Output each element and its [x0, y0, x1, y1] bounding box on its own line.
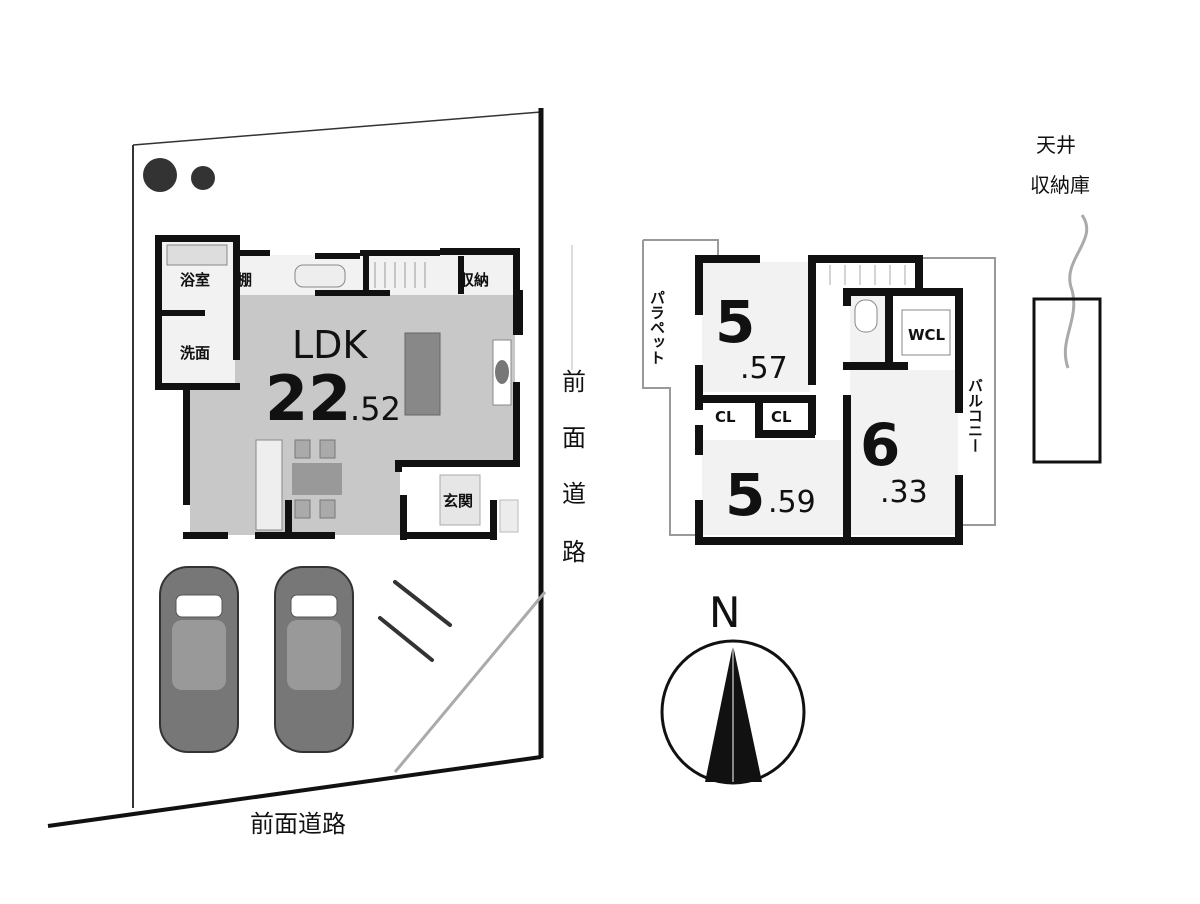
entrance-label: 玄関 [443, 492, 473, 510]
svg-text:道: 道 [562, 480, 586, 508]
dining-table [292, 463, 342, 495]
wcl-label: WCL [908, 326, 946, 344]
closet2-label: CL [771, 408, 792, 426]
bicycles [378, 580, 452, 662]
first-floor-plan: 浴室 棚 収納 洗面 LDK 22 .52 玄関 [155, 235, 523, 540]
trees [143, 158, 215, 192]
room2-size-int: 5 [725, 461, 765, 529]
second-floor-plan: パラペット 5 .57 CL CL 5 .59 6 .33 WCL バルコニー [642, 239, 996, 545]
north-label: N [709, 588, 740, 637]
room3-size-int: 6 [860, 411, 900, 479]
attic-label-line2: 収納庫 [1030, 173, 1090, 197]
sofa [404, 332, 441, 416]
svg-text:前: 前 [562, 368, 586, 396]
site-boundary [47, 108, 573, 828]
bath-label: 浴室 [180, 271, 210, 289]
road-east-label: 前 面 道 路 [562, 368, 586, 566]
washroom-label: 洗面 [180, 344, 210, 362]
kitchen-counter [255, 439, 283, 531]
parapet-label: パラペット [648, 290, 666, 365]
parked-car [159, 566, 239, 753]
room1-size-dec: .57 [740, 351, 788, 386]
closet1-label: CL [715, 408, 736, 426]
ldk-size-int: 22 [265, 362, 351, 435]
north-compass: N [660, 588, 806, 785]
shelf-label: 棚 [237, 271, 252, 289]
parked-car [274, 566, 354, 753]
room2-size-dec: .59 [768, 485, 816, 520]
balcony-label: バルコニー [966, 378, 984, 453]
storage-label: 収納 [459, 271, 489, 289]
svg-text:面: 面 [562, 424, 586, 452]
attic-label-line1: 天井 [1036, 133, 1076, 157]
ldk-size-dec: .52 [350, 390, 401, 428]
room1-size-int: 5 [715, 288, 755, 356]
attic-storage: 天井 収納庫 [1030, 133, 1102, 464]
room3-size-dec: .33 [880, 475, 928, 510]
ldk-label: LDK [292, 323, 368, 367]
road-south-label: 前面道路 [250, 810, 346, 838]
svg-text:路: 路 [562, 538, 586, 566]
